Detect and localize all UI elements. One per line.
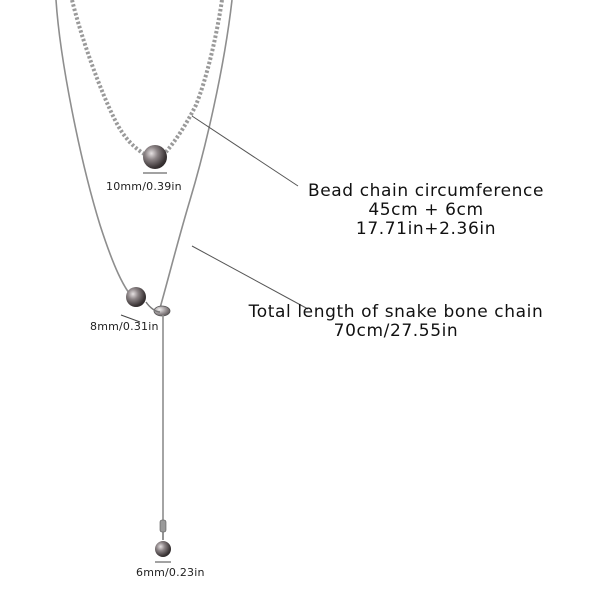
end-bead [155,541,171,557]
bead-chain-pointer-line [191,115,299,187]
end-bead-size-label: 6mm/0.23in [136,566,205,579]
bead-size-label: 10mm/0.39in [106,180,182,193]
knot-bead [126,287,146,307]
end-cap [159,519,167,533]
snake-chain-right-strand [159,0,233,309]
knot-bead-tick [120,314,141,323]
knot-bead-size-label: 8mm/0.31in [90,320,159,333]
snake-chain-title: Total length of snake bone chain [248,302,544,322]
large-bead [143,145,167,169]
bead-chain-title: Bead chain circumference [307,181,545,201]
bead-chain [70,0,224,157]
bead-chain-imperial: 17.71in+2.36in [355,219,497,239]
slider-clasp [153,305,171,317]
bead-chain-right-strand [164,0,224,154]
snake-chain-left-strand [55,0,139,304]
snake-chain-info: Total length of snake bone chain 70cm/27… [226,303,566,341]
bead-chain-metric: 45cm + 6cm [368,200,484,220]
clasp-loop [145,301,161,313]
bead-chain-left-strand [70,0,148,157]
snake-chain-pointer-line [191,245,309,310]
snake-chain-length: 70cm/27.55in [333,321,459,341]
bead-chain-info: Bead chain circumference 45cm + 6cm 17.7… [286,182,566,239]
